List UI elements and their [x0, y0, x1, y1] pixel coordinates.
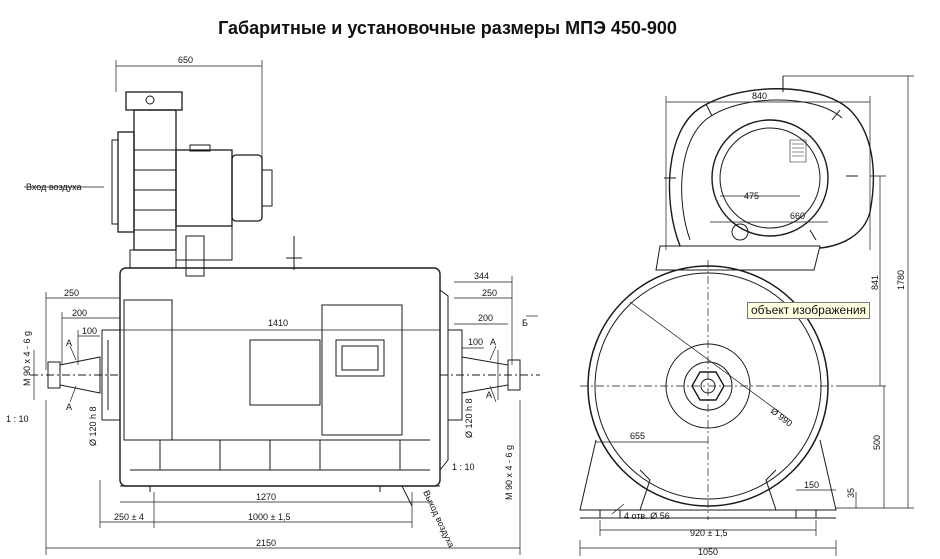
section-a-left: A: [66, 338, 72, 348]
stator: [580, 260, 840, 520]
dim-shaft-left-200: 200: [72, 308, 87, 318]
label-air-outlet: Выход воздуха: [421, 489, 456, 550]
dim-body-length: 1410: [268, 318, 288, 328]
dim-half-width: 655: [630, 431, 645, 441]
dim-stator-diam: Ø 990: [769, 406, 794, 429]
section-a-left-2: A: [66, 402, 72, 412]
dim-inlet-660: 660: [790, 211, 805, 221]
dim-foot-150: 150: [804, 480, 819, 490]
dim-end-fan-width: 840: [752, 91, 767, 101]
shaft-left: [30, 356, 120, 394]
page-title: Габаритные и установочные размеры МПЭ 45…: [218, 18, 677, 38]
dim-overall-width: 1050: [698, 547, 718, 557]
shaft-diam-right: Ø 120 h 8: [464, 398, 474, 438]
dim-fan-width: 650: [178, 55, 193, 65]
shaft-diam-left: Ø 120 h 8: [88, 406, 98, 446]
dim-shaft-left-250: 250: [64, 288, 79, 298]
dim-foot-35: 35: [846, 488, 856, 498]
section-a-right: A: [490, 337, 496, 347]
shaft-thread-left: M 90 x 4 - 6 g: [22, 331, 32, 386]
dim-foot-offset: 250 ± 4: [114, 512, 144, 522]
dim-foot-length: 1270: [256, 492, 276, 502]
dim-shaft-right-200: 200: [478, 313, 493, 323]
taper-left: 1 : 10: [6, 414, 29, 424]
dim-height-841: 841: [870, 275, 880, 290]
section-a-right-2: A: [486, 390, 492, 400]
end-view: [579, 75, 914, 556]
feet: [579, 439, 837, 519]
dim-overall-length: 2150: [256, 538, 276, 548]
dim-shaft-right-250: 250: [482, 288, 497, 298]
dim-foot-holes: 1000 ± 1,5: [248, 512, 290, 522]
shaft-thread-right: M 90 x 4 - 6 g: [504, 445, 514, 500]
dim-holes: 4 отв. Ø 56: [624, 511, 670, 521]
dim-shaft-right-100: 100: [468, 337, 483, 347]
motor-body: [101, 267, 463, 507]
dim-shaft-left-100: 100: [82, 326, 97, 336]
dim-inlet-475: 475: [744, 191, 759, 201]
end-dimension-lines: [579, 75, 914, 556]
dim-end-right-total: 344: [474, 271, 489, 281]
image-object-tooltip: объект изображения: [747, 302, 871, 319]
dim-overall-height: 1780: [896, 270, 906, 290]
label-air-inlet: Вход воздуха: [26, 182, 82, 192]
dim-shaft-height: 500: [872, 435, 882, 450]
shaft-right: [440, 356, 540, 394]
fan-housing: [655, 76, 875, 271]
side-dimension-lines: [24, 60, 538, 555]
section-b: Б: [522, 318, 528, 328]
side-view: [24, 60, 540, 555]
taper-right: 1 : 10: [452, 462, 475, 472]
dim-foot-span: 920 ± 1,5: [690, 528, 727, 538]
fan-assembly: [111, 91, 302, 277]
